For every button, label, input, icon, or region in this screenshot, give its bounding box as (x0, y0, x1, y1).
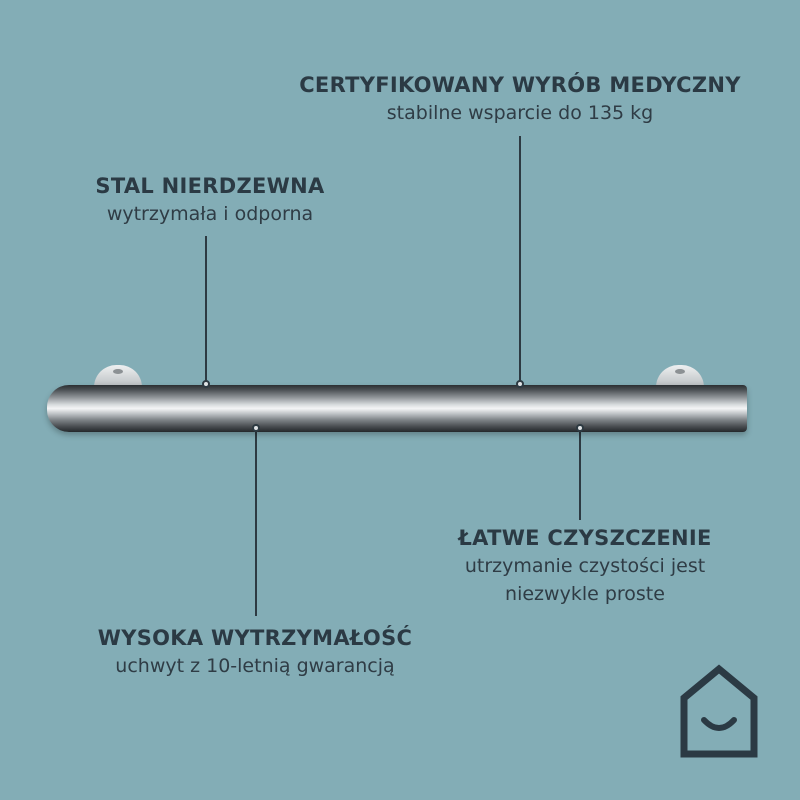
leader-line-strength (255, 432, 257, 616)
screw-icon (113, 369, 123, 374)
leader-line-medical (519, 136, 521, 382)
pin-dot-strength (252, 424, 260, 432)
pin-dot-clean (576, 424, 584, 432)
callout-description: uchwyt z 10-letnią gwarancją (115, 655, 395, 677)
callout-stainless-steel: STAL NIERDZEWNA wytrzymała i odporna (50, 172, 370, 228)
callout-description-line1: utrzymanie czystości jest (464, 555, 706, 577)
grab-bar-image (47, 385, 747, 432)
callout-title: STAL NIERDZEWNA (95, 174, 325, 198)
callout-easy-cleaning: ŁATWE CZYSZCZENIE utrzymanie czystości j… (420, 524, 750, 608)
callout-medical-device: CERTYFIKOWANY WYRÓB MEDYCZNY stabilne ws… (260, 71, 780, 127)
pin-dot-steel (202, 380, 210, 388)
leader-line-clean (579, 432, 581, 520)
house-smile-icon (680, 664, 758, 758)
screw-icon (675, 369, 685, 374)
callout-high-strength: WYSOKA WYTRZYMAŁOŚĆ uchwyt z 10-letnią g… (60, 624, 450, 680)
callout-title: WYSOKA WYTRZYMAŁOŚĆ (97, 626, 413, 650)
callout-title: ŁATWE CZYSZCZENIE (458, 526, 712, 550)
callout-description: stabilne wsparcie do 135 kg (386, 102, 654, 124)
callout-title: CERTYFIKOWANY WYRÓB MEDYCZNY (299, 73, 741, 97)
pin-dot-medical (516, 380, 524, 388)
callout-description: wytrzymała i odporna (106, 203, 314, 225)
callout-description-line2: niezwykle proste (505, 583, 665, 605)
leader-line-steel (205, 236, 207, 382)
